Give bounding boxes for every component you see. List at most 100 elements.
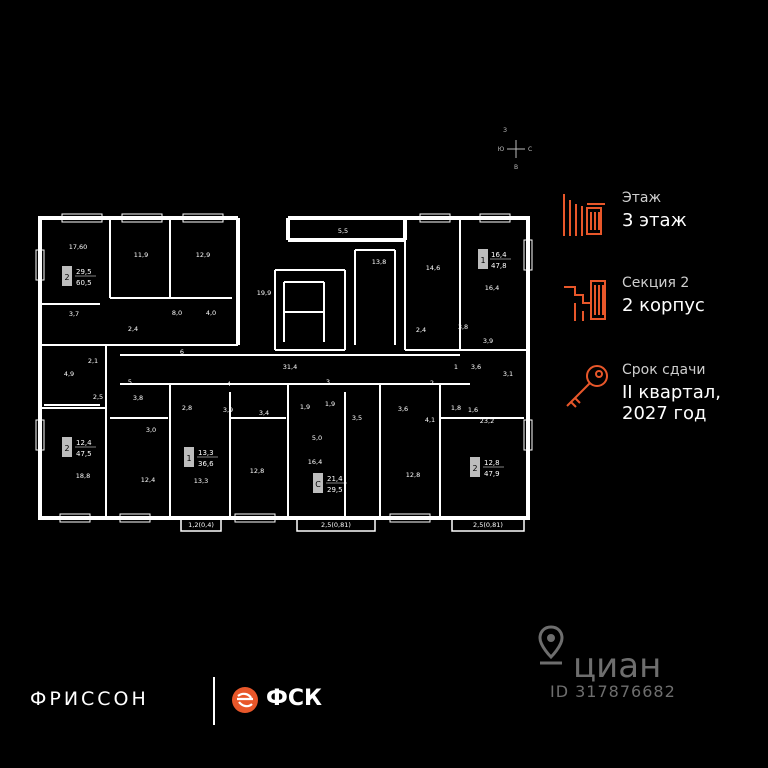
balcony-area: 1,2(0,4) bbox=[188, 521, 214, 529]
apartment-badges: 2 29,5 60,5 1 16,4 47,8 2 12,4 47,5 1 13… bbox=[62, 249, 511, 494]
room-area: 19,9 bbox=[257, 289, 271, 297]
apartment-badge: 1 13,3 36,6 bbox=[184, 447, 218, 468]
room-area: 3,6 bbox=[398, 405, 408, 413]
total-area: 47,5 bbox=[76, 450, 92, 458]
room-area: 2,8 bbox=[182, 404, 192, 412]
compass: З С Ю В bbox=[498, 127, 532, 171]
rooms-count: 1 bbox=[186, 454, 191, 463]
room-area: 1,6 bbox=[468, 406, 478, 414]
building-floor-icon bbox=[563, 194, 605, 236]
walls bbox=[38, 215, 530, 520]
room-area: 3,5 bbox=[352, 414, 362, 422]
room-area: 3,4 bbox=[259, 409, 269, 417]
compass-south: Ю bbox=[498, 146, 505, 153]
living-area: 16,4 bbox=[491, 251, 507, 259]
room-area: 3 bbox=[326, 378, 330, 386]
balcony-labels: 1,2(0,4) 2,5(0,81) 2,5(0,81) bbox=[188, 521, 503, 529]
total-area: 36,6 bbox=[198, 460, 214, 468]
room-area: 2 bbox=[430, 379, 434, 387]
section-value: 2 корпус bbox=[622, 295, 705, 316]
frisson-logo: ФРИССОН bbox=[30, 688, 149, 710]
room-area: 8,0 bbox=[172, 309, 182, 317]
rooms-count: С bbox=[315, 480, 321, 489]
room-area: 13,3 bbox=[194, 477, 208, 485]
room-area: 13,8 bbox=[372, 258, 386, 266]
rooms-count: 1 bbox=[480, 256, 485, 265]
room-area: 1,9 bbox=[325, 400, 335, 408]
room-area: 12,9 bbox=[196, 251, 210, 259]
room-area: 18,8 bbox=[76, 472, 90, 480]
living-area: 12,4 bbox=[76, 439, 92, 447]
room-area: 5 bbox=[128, 378, 132, 386]
apartment-badge: 2 12,8 47,9 bbox=[470, 457, 504, 478]
room-area: 1,8 bbox=[451, 404, 461, 412]
room-area: 1,9 bbox=[300, 403, 310, 411]
floor-label: Этаж bbox=[622, 190, 662, 206]
compass-west: З bbox=[503, 127, 507, 134]
apartment-badge: С 21,4 29,5 bbox=[313, 473, 347, 494]
room-area: 16,4 bbox=[485, 284, 499, 292]
fsk-logo-text: ФСК bbox=[266, 686, 322, 711]
living-area: 21,4 bbox=[327, 475, 343, 483]
room-area: 3,7 bbox=[69, 310, 79, 318]
logo-divider bbox=[213, 677, 215, 725]
apartment-badge: 1 16,4 47,8 bbox=[478, 249, 511, 270]
deadline-value-line2: 2027 год bbox=[622, 403, 707, 424]
section-label: Секция 2 bbox=[622, 275, 690, 291]
rooms-count: 2 bbox=[64, 444, 69, 453]
room-area: 12,8 bbox=[250, 467, 264, 475]
compass-east: В bbox=[514, 164, 518, 171]
room-area: 3,1 bbox=[503, 370, 513, 378]
location-pin-icon bbox=[538, 625, 564, 665]
room-area: 6 bbox=[180, 348, 184, 356]
compass-north: С bbox=[528, 146, 532, 153]
windows bbox=[35, 213, 533, 523]
rooms-count: 2 bbox=[472, 464, 477, 473]
room-area: 2,5 bbox=[93, 393, 103, 401]
watermark-brand: циан bbox=[573, 646, 662, 686]
total-area: 47,8 bbox=[491, 262, 507, 270]
balcony-area: 2,5(0,81) bbox=[473, 521, 503, 529]
room-area: 3,0 bbox=[146, 426, 156, 434]
room-area: 12,8 bbox=[406, 471, 420, 479]
room-area: 4,0 bbox=[206, 309, 216, 317]
room-area: 5,5 bbox=[338, 227, 348, 235]
deadline-value-line1: II квартал, bbox=[622, 382, 722, 403]
balconies bbox=[180, 516, 525, 532]
room-area: 2,4 bbox=[128, 325, 138, 333]
room-area: 5,0 bbox=[312, 434, 322, 442]
floor-value: 3 этаж bbox=[622, 210, 687, 231]
room-area: 16,4 bbox=[308, 458, 322, 466]
room-area: 31,4 bbox=[283, 363, 297, 371]
partitions bbox=[42, 220, 526, 516]
room-area: 12,4 bbox=[141, 476, 155, 484]
room-area: 2,4 bbox=[416, 326, 426, 334]
total-area: 60,5 bbox=[76, 279, 92, 287]
total-area: 47,9 bbox=[484, 470, 500, 478]
room-area: 3,8 bbox=[133, 394, 143, 402]
rooms-count: 2 bbox=[64, 273, 69, 282]
living-area: 29,5 bbox=[76, 268, 92, 276]
room-area: 17,60 bbox=[69, 243, 88, 251]
room-area: 3,6 bbox=[471, 363, 481, 371]
room-area-labels: 17,60 11,9 12,9 5,5 13,8 14,6 16,4 19,9 … bbox=[64, 227, 513, 485]
room-area: 4 bbox=[227, 380, 231, 388]
apartment-badge: 2 12,4 47,5 bbox=[62, 437, 96, 458]
room-area: 23,2 bbox=[480, 417, 494, 425]
living-area: 13,3 bbox=[198, 449, 214, 457]
room-area: 2,1 bbox=[88, 357, 98, 365]
room-area: 3,9 bbox=[223, 406, 233, 414]
room-area: 11,9 bbox=[134, 251, 148, 259]
deadline-label: Срок сдачи bbox=[622, 362, 706, 378]
apartment-badge: 2 29,5 60,5 bbox=[62, 266, 96, 287]
room-area: 3,9 bbox=[483, 337, 493, 345]
total-area: 29,5 bbox=[327, 486, 343, 494]
key-icon bbox=[566, 365, 608, 408]
fsk-logo-icon bbox=[232, 687, 258, 713]
room-area: 4,9 bbox=[64, 370, 74, 378]
balcony-area: 2,5(0,81) bbox=[321, 521, 351, 529]
room-area: 4,1 bbox=[425, 416, 435, 424]
room-area: 3,8 bbox=[458, 323, 468, 331]
room-area: 14,6 bbox=[426, 264, 440, 272]
